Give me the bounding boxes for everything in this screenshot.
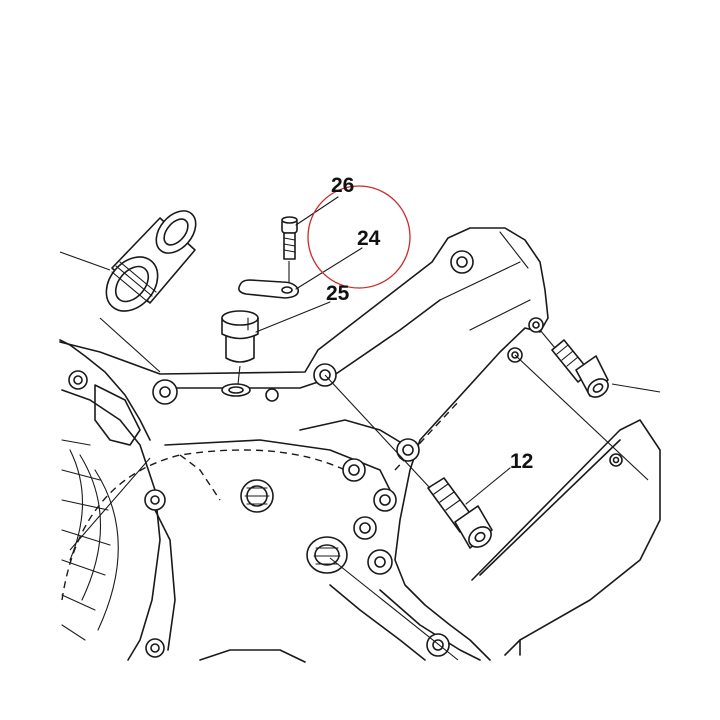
bolt-hole [367, 549, 393, 575]
sensor-seat [221, 383, 251, 397]
alignment-lines [59, 251, 661, 661]
retaining-plate-24 [238, 279, 300, 299]
leader-26 [295, 196, 339, 226]
sleeve-bushing [105, 210, 197, 312]
threaded-boss-upper [240, 479, 274, 513]
leader-lines [255, 196, 511, 505]
leader-25 [255, 301, 331, 333]
callout-12: 12 [510, 450, 533, 473]
bolt-hole [373, 488, 397, 512]
bolt-hole [342, 458, 366, 482]
callout-24: 24 [357, 227, 381, 250]
bolt-hole [144, 489, 166, 511]
sensor-plug-25 [221, 310, 259, 363]
bolt-hole [396, 438, 420, 462]
bolt-hole [609, 453, 623, 467]
callout-26: 26 [331, 174, 354, 197]
leader-12 [465, 467, 511, 505]
threaded-boss-lower [306, 536, 348, 574]
bolt-hole [265, 388, 279, 402]
leader-24 [295, 247, 363, 290]
callout-labels: 26 24 25 12 [326, 174, 533, 473]
screw-26 [281, 216, 298, 260]
bolt-hole [353, 516, 377, 540]
bolt-upper-right [551, 339, 609, 398]
bolt-12 [427, 477, 493, 549]
bolt-holes [68, 250, 623, 658]
highlight-circle [307, 185, 411, 289]
bolt-hole [145, 638, 165, 658]
bolt-hole [152, 379, 178, 405]
callout-25: 25 [326, 282, 350, 305]
bolt-hole [528, 317, 544, 333]
bolt-hole [450, 250, 474, 274]
bolt-hole [68, 370, 88, 390]
